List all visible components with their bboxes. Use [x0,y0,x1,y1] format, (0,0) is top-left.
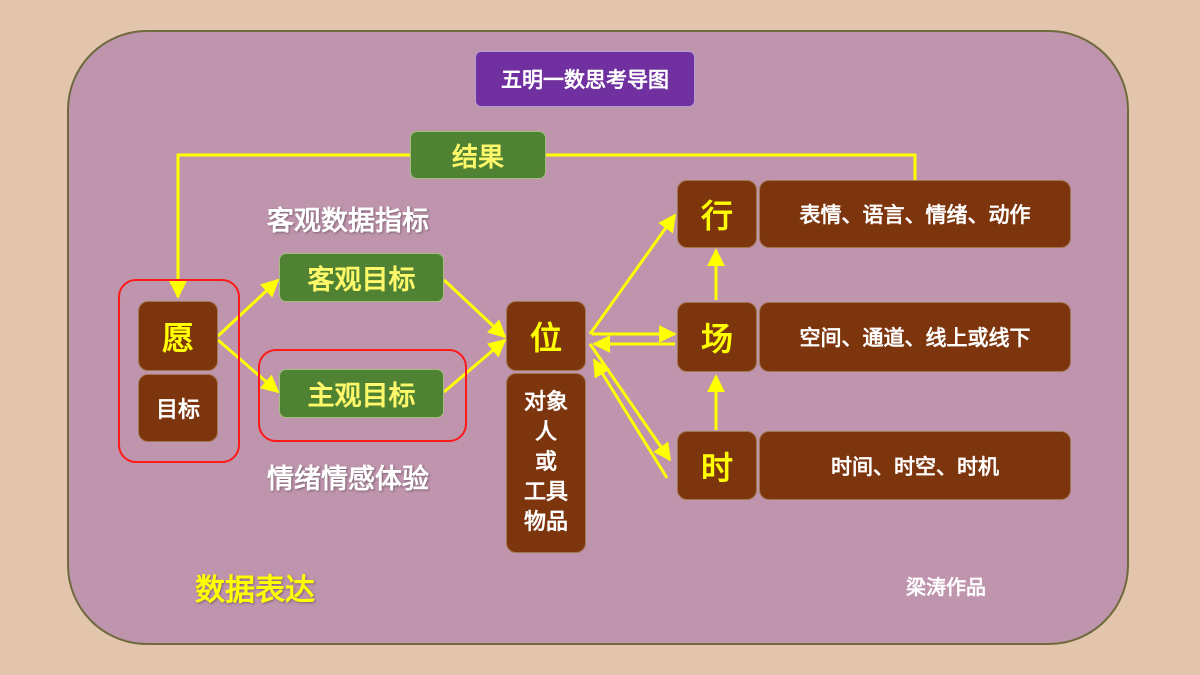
goal-label: 目标 [155,398,200,423]
time-desc-label: 时间、时空、时机 [831,454,999,479]
action-desc-label: 表情、语言、情绪、动作 [799,203,1031,227]
goal-node: 目标 [138,374,218,442]
author-label: 梁涛作品 [906,575,986,599]
objective-data-label: 客观数据指标 [267,206,429,237]
time-label: 时 [700,448,733,487]
action-node: 行 [677,180,757,248]
diagram-title: 五明一数思考导图 [475,51,695,107]
action-label: 行 [700,197,733,235]
objective-goal-label: 客观目标 [307,265,416,296]
data-expression-label: 数据表达 [195,573,315,608]
action-desc-node: 表情、语言、情绪、动作 [759,180,1071,248]
position-object-item: 或 [534,450,557,475]
field-desc-node: 空间、通道、线上或线下 [759,302,1071,372]
position-node: 位 [506,301,586,371]
field-desc-label: 空间、通道、线上或线下 [799,326,1031,350]
position-object-item: 对象 [523,390,568,415]
subjective-goal-label: 主观目标 [307,381,416,412]
position-object-item: 工具 [523,480,568,505]
emotion-label: 情绪情感体验 [267,464,429,495]
subjective-goal-highlight [258,349,467,442]
wish-node: 愿 [138,301,218,371]
result-label: 结果 [451,142,504,173]
result-node: 结果 [410,131,546,179]
diagram-title-text: 五明一数思考导图 [501,68,669,92]
field-node: 场 [677,302,757,372]
position-objects-node: 对象 人 或 工具 物品 [506,373,586,553]
wish-label: 愿 [161,319,194,357]
position-object-item: 物品 [523,510,568,535]
time-node: 时 [677,431,757,500]
subjective-goal-node: 主观目标 [279,369,444,418]
field-label: 场 [700,320,733,358]
objective-goal-node: 客观目标 [279,253,444,302]
time-desc-node: 时间、时空、时机 [759,431,1071,500]
wish-highlight [118,279,240,463]
position-label: 位 [529,319,562,357]
position-object-item: 人 [534,420,557,445]
